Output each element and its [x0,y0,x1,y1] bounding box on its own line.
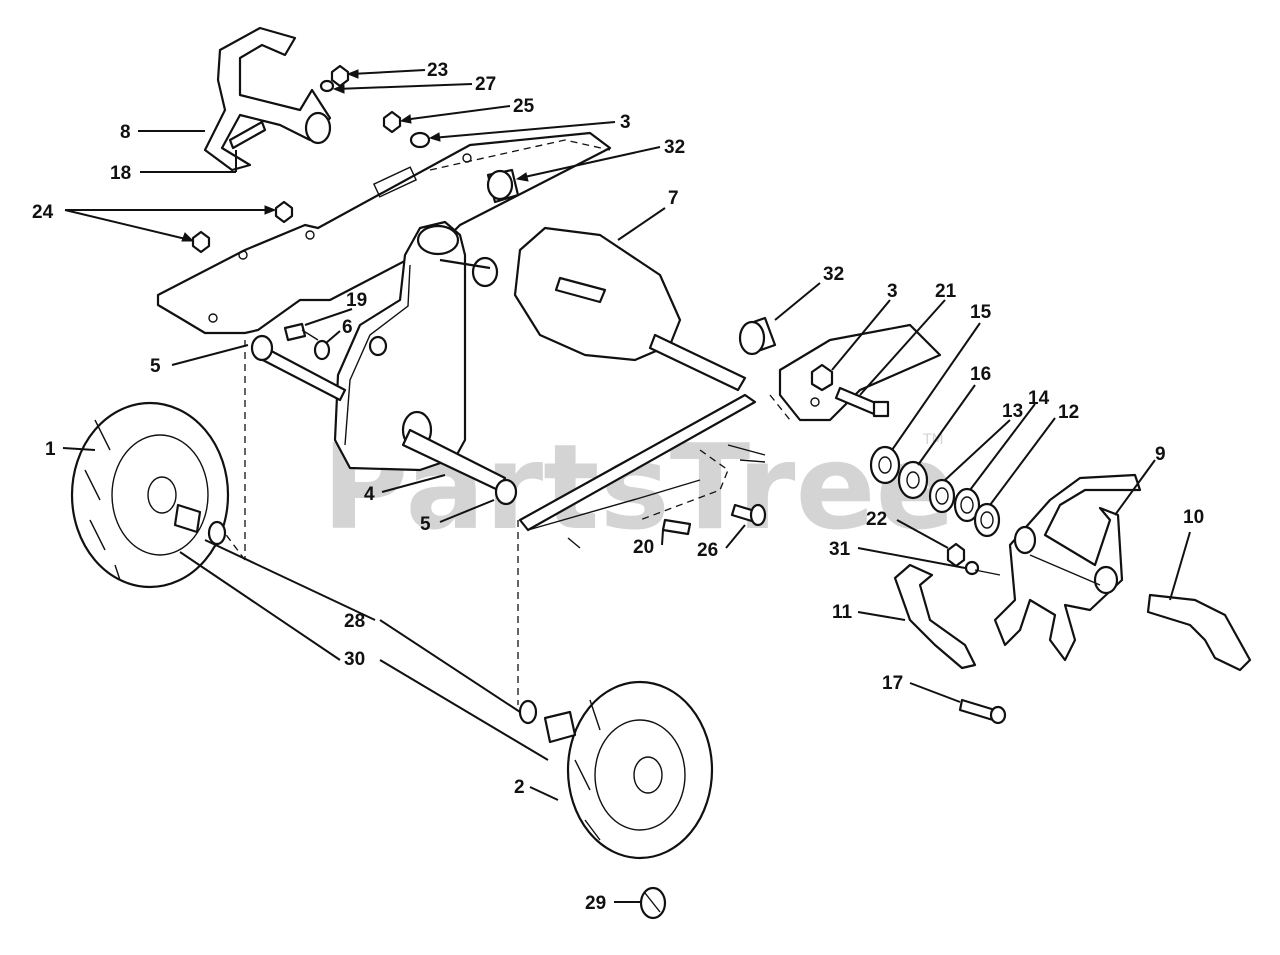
callout-29: 29 [585,893,606,914]
callout-22: 22 [866,509,887,530]
callout-32-upper: 32 [664,137,685,158]
callout-3-upper: 3 [620,112,631,133]
spacer-right [738,316,777,356]
callout-7: 7 [668,188,679,209]
spacer-upper [486,168,520,204]
callout-25: 25 [513,96,535,117]
tine-blade-11 [893,563,977,670]
hardware-tine [946,542,1001,576]
tine-blade-10 [1146,593,1252,672]
callout-27: 27 [475,74,496,95]
callout-4: 4 [364,484,375,505]
callout-6: 6 [342,317,353,338]
callout-14: 14 [1028,388,1050,409]
callout-26: 26 [697,540,718,561]
callout-20: 20 [633,537,654,558]
axle-washers [207,334,538,725]
callout-23: 23 [427,60,448,81]
tine-lower [993,473,1142,662]
callout-18: 18 [110,163,131,184]
callout-9: 9 [1155,444,1166,465]
hardware-top [191,64,431,254]
callout-31: 31 [829,539,851,560]
callout-5-left: 5 [150,356,161,377]
seal-washer-stack [869,445,1001,538]
callout-15: 15 [970,302,992,323]
gear-case [333,220,499,472]
wheel-left [70,401,230,589]
callout-17: 17 [882,673,903,694]
wheel-right [543,680,714,860]
callout-1: 1 [45,439,56,460]
callout-32-right: 32 [823,264,844,285]
tine-upper [203,26,332,172]
hardware-mid [283,322,388,361]
callout-16: 16 [970,364,991,385]
tine-shaft-housing [513,226,747,392]
leader-lines [62,69,1191,903]
callout-24: 24 [32,202,54,223]
callout-13: 13 [1002,401,1023,422]
depth-bar-bracket [518,323,942,532]
callout-12: 12 [1058,402,1079,423]
callout-30: 30 [344,649,365,670]
callout-8: 8 [120,122,131,143]
callout-28: 28 [344,611,365,632]
callout-labels: 23 27 25 3 32 8 18 24 7 32 3 21 15 19 6 … [32,60,1204,914]
callout-11: 11 [832,602,853,623]
callout-10: 10 [1183,507,1204,528]
hardware-right [567,363,890,549]
cotter-pin-29 [639,886,667,920]
callout-3-right: 3 [887,281,898,302]
callout-19: 19 [346,290,367,311]
assembly-lines [517,394,791,705]
callout-2: 2 [514,777,525,798]
bolt-17 [958,698,1007,725]
callout-5-mid: 5 [420,514,431,535]
callout-21: 21 [935,281,957,302]
